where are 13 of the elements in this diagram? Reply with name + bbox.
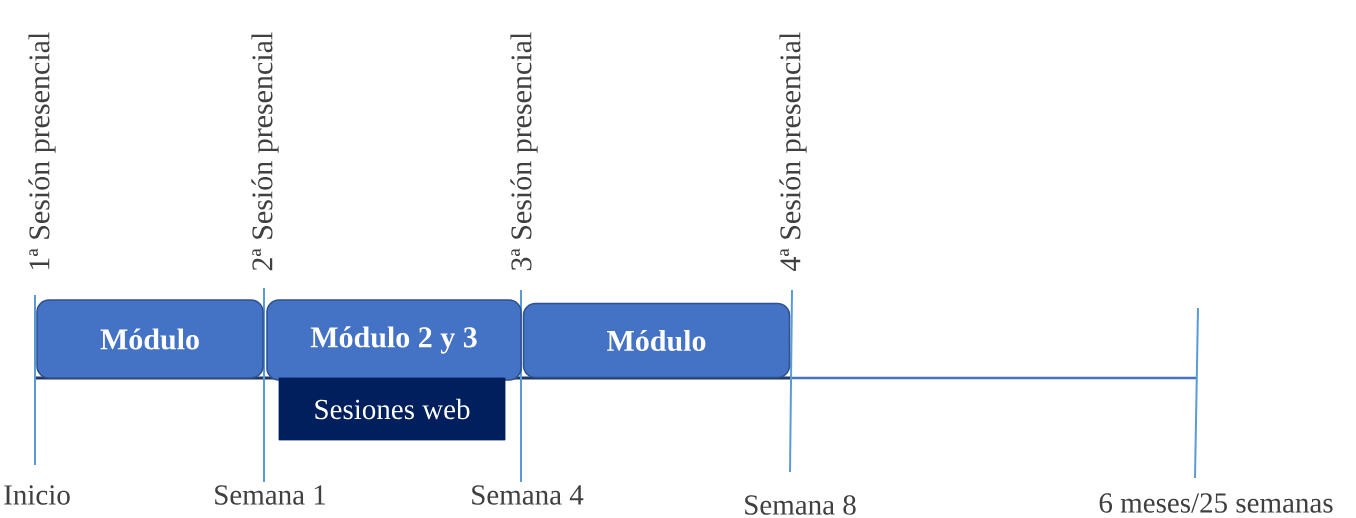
session-label: 4ª Sesión presencial bbox=[779, 32, 807, 271]
session-label: 1ª Sesión presencial bbox=[28, 32, 56, 269]
session-label: 2ª Sesión presencial bbox=[251, 32, 279, 271]
week-label: 6 meses/25 semanas bbox=[1099, 493, 1333, 513]
week-label: Inicio bbox=[4, 485, 70, 505]
web-sessions-box: Sesiones web bbox=[278, 377, 506, 441]
week-label: Semana 8 bbox=[745, 495, 856, 515]
module-box: Módulo 2 y 3 bbox=[266, 299, 522, 381]
week-label: Semana 4 bbox=[472, 485, 584, 505]
module-box: Módulo bbox=[36, 299, 264, 379]
week-label: Semana 1 bbox=[215, 485, 326, 505]
session-label: 3ª Sesión presencial bbox=[510, 32, 538, 271]
module-box: Módulo bbox=[522, 302, 791, 379]
